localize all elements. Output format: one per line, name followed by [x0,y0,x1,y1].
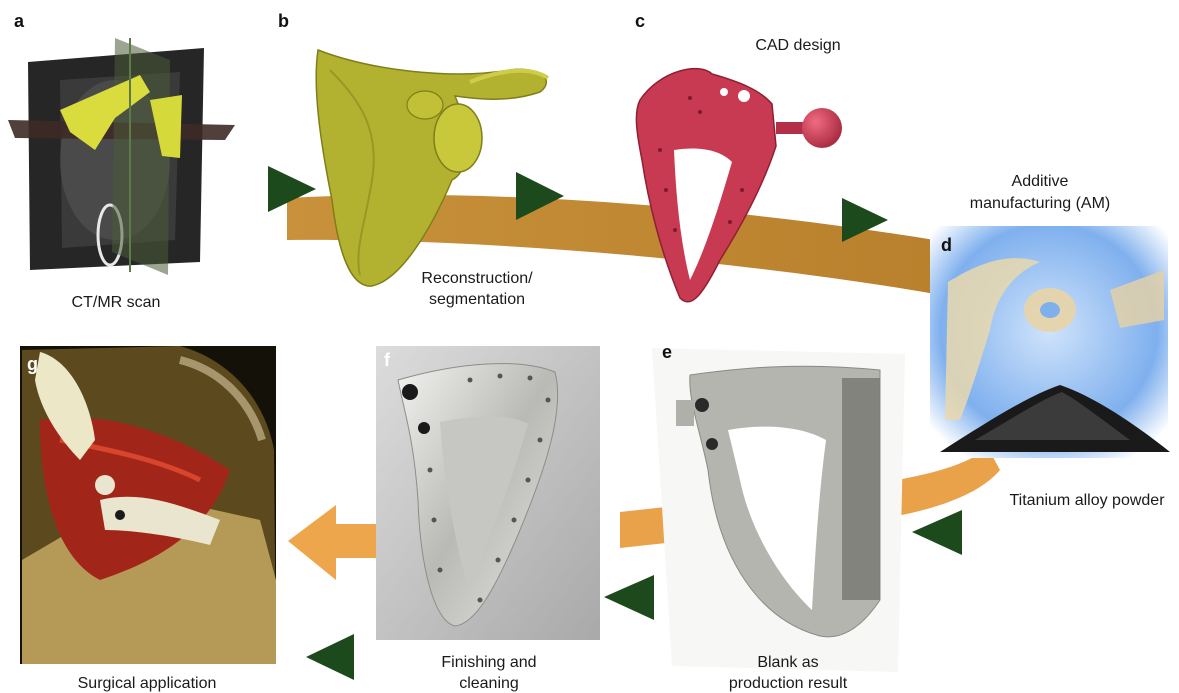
panel-letter-c: c [635,11,645,31]
caption-finishing-line1: Finishing and [441,654,536,671]
surgical-photo [20,346,276,664]
caption-blank-line1: Blank as [757,654,818,671]
caption-ct-mr-scan: CT/MR scan [72,294,161,311]
finished-implant-photo [376,346,600,640]
panel-letter-e: e [662,342,672,362]
panel-letter-d: d [941,235,952,255]
caption-blank-line2: production result [729,675,848,692]
arrowhead-f-to-g [306,634,354,680]
caption-reconstruction-line1: Reconstruction/ [421,270,533,287]
scapula-model [316,50,548,286]
am-photo [930,226,1170,458]
blank-photo [652,348,905,672]
caption-am-line1: Additive [1012,173,1069,190]
panel-letter-f: f [384,350,391,370]
ball-joint [802,108,842,148]
caption-reconstruction-line2: segmentation [429,291,525,308]
caption-cad-design: CAD design [755,37,840,54]
arrowhead-e-to-f [604,575,654,620]
panel-letter-b: b [278,11,289,31]
ct-scan-image [8,38,235,275]
panel-letter-a: a [14,11,25,31]
caption-am-line2: manufacturing (AM) [970,195,1111,212]
caption-finishing-line2: cleaning [459,675,519,692]
panel-letter-g: g [27,354,38,374]
arrowhead-d-to-e [912,510,962,555]
flow-band-left [288,505,380,580]
caption-surgical-application: Surgical application [78,675,217,692]
caption-titanium-powder: Titanium alloy powder [1009,492,1165,509]
